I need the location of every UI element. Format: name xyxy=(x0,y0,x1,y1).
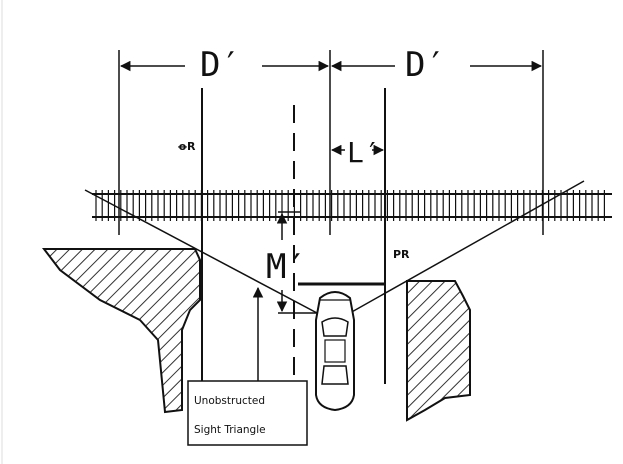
callout-line-2: Sight Triangle xyxy=(194,424,266,436)
d-prime-left-label: D′ xyxy=(200,45,241,85)
l-prime-label: L′ xyxy=(347,136,381,169)
railroad-track xyxy=(92,190,612,221)
callout-box xyxy=(187,380,308,446)
car-icon xyxy=(315,291,355,412)
marker-right-label: PR xyxy=(393,248,410,261)
m-prime-label: M′ xyxy=(266,247,307,287)
sight-line-left xyxy=(84,189,335,323)
d-prime-right-label: D′ xyxy=(405,45,446,85)
obstruction-left xyxy=(41,248,201,414)
marker-left-label: ꝋR xyxy=(178,140,196,153)
sight-line-right xyxy=(333,180,585,323)
callout-line-1: Unobstructed xyxy=(194,395,265,407)
obstruction-right xyxy=(406,280,471,422)
